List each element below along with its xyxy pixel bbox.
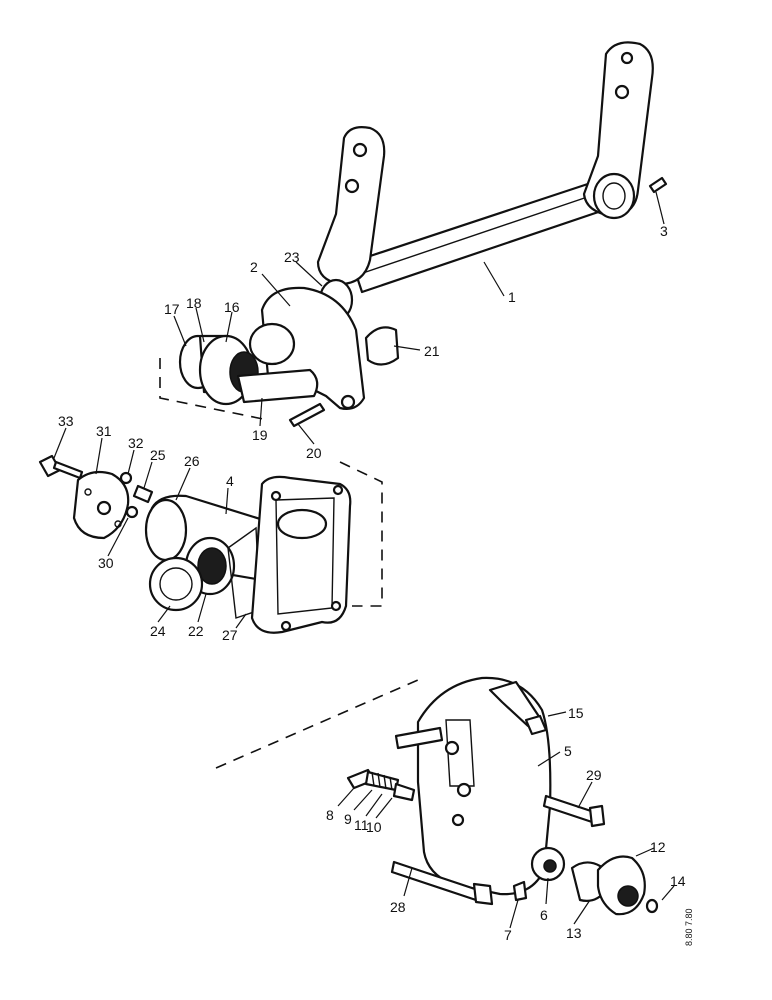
callout-4: 4 <box>226 473 234 489</box>
callout-7: 7 <box>504 927 512 943</box>
rod-10 <box>392 782 416 802</box>
callout-2: 2 <box>250 259 258 275</box>
callout-14: 14 <box>670 873 686 889</box>
callout-27: 27 <box>222 627 238 643</box>
callout-25: 25 <box>150 447 166 463</box>
callout-33: 33 <box>58 413 74 429</box>
callout-9: 9 <box>344 811 352 827</box>
callout-3: 3 <box>660 223 668 239</box>
valve-housing-assembly <box>215 676 659 916</box>
seal-26 <box>144 498 188 562</box>
callout-29: 29 <box>586 767 602 783</box>
callout-5: 5 <box>564 743 572 759</box>
callout-11: 11 <box>354 817 369 833</box>
circlip-14 <box>645 898 659 914</box>
cylinder-assembly <box>38 454 383 634</box>
callout-20: 20 <box>306 445 322 461</box>
stud-left <box>394 726 444 750</box>
piston-24 <box>148 556 204 612</box>
callout-10: 10 <box>366 819 382 835</box>
callout-21: 21 <box>424 343 440 359</box>
lever-12 <box>596 855 646 916</box>
callout-18: 18 <box>186 295 202 311</box>
crank-21 <box>364 326 400 366</box>
callout-22: 22 <box>188 623 204 639</box>
leader-lines <box>53 191 675 929</box>
callout-28: 28 <box>390 899 406 915</box>
callout-32: 32 <box>128 435 144 451</box>
cross-shaft-assembly <box>159 41 668 428</box>
callout-1: 1 <box>508 289 516 305</box>
spring-11 <box>364 770 400 792</box>
callout-13: 13 <box>566 925 582 941</box>
left-lift-arm <box>316 126 386 286</box>
cross-shaft-tube <box>350 174 624 294</box>
gudgeon-pin-20 <box>288 402 326 428</box>
right-lift-arm <box>582 41 654 218</box>
callout-23: 23 <box>284 249 300 265</box>
callout-26: 26 <box>184 453 200 469</box>
reference-code: 8.80 7.80 <box>684 908 694 946</box>
callout-31: 31 <box>96 423 112 439</box>
o-ring-30 <box>125 505 139 519</box>
pin-3 <box>648 176 668 194</box>
callout-15: 15 <box>568 705 584 721</box>
callout-24: 24 <box>150 623 166 639</box>
callout-30: 30 <box>98 555 114 571</box>
o-ring-32 <box>119 471 133 485</box>
callout-12: 12 <box>650 839 666 855</box>
bolt-29 <box>542 794 596 824</box>
callout-17: 17 <box>164 301 180 317</box>
callout-8: 8 <box>326 807 334 823</box>
callout-6: 6 <box>540 907 548 923</box>
callout-16: 16 <box>224 299 240 315</box>
valve-25 <box>132 484 154 504</box>
callout-19: 19 <box>252 427 268 443</box>
callout-labels: 1 2 3 4 5 6 7 8 9 10 11 12 13 14 15 16 1… <box>58 223 686 943</box>
connecting-rod-19 <box>236 368 319 404</box>
pin-7 <box>512 880 528 902</box>
